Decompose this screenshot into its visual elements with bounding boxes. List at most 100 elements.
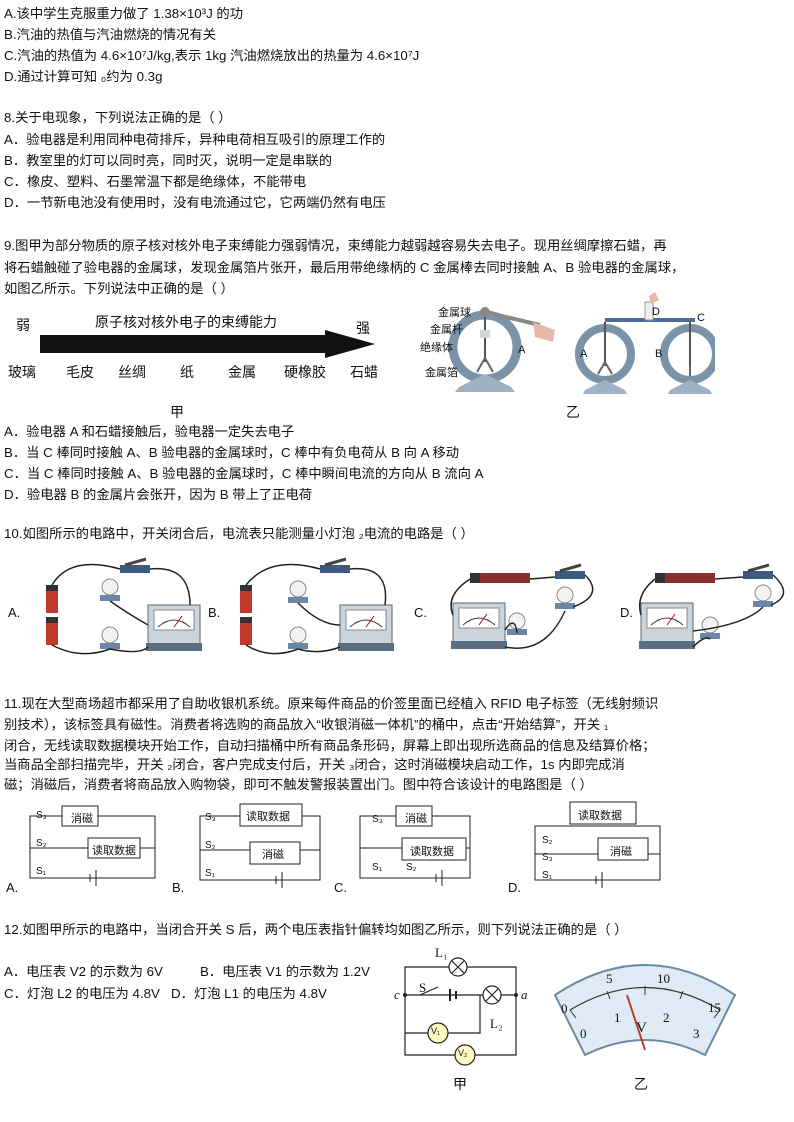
q12-fig-a-caption: 甲 [453, 1076, 467, 1092]
dial-bottom-3: 3 [693, 1026, 700, 1041]
material-5: 硬橡胶 [284, 364, 326, 380]
circuit-d [638, 563, 785, 650]
d-demag: 消磁 [610, 846, 632, 858]
c-read: 读取数据 [410, 846, 454, 858]
q12-node-c: c [394, 987, 400, 1002]
material-1: 毛皮 [66, 364, 94, 380]
a-demag: 消磁 [71, 813, 93, 825]
dial-top-10: 10 [657, 971, 670, 986]
q11-stem-line4: 当商品全部扫描完毕，开关 ₂闭合，客户完成支付后，开关 ₃闭合，这时消磁模块启动… [4, 757, 625, 772]
q12-fig-b-caption: 乙 [634, 1076, 648, 1092]
b-demag: 消磁 [262, 849, 284, 861]
material-3: 纸 [180, 364, 194, 380]
arrow-title: 原子核对核外电子的束缚能力 [95, 314, 277, 330]
label-c: C [697, 312, 705, 324]
q10-stem: 10.如图所示的电路中，开关闭合后，电流表只能测量小灯泡 ₂电流的电路是（ ） [4, 526, 474, 541]
dial-top-15: 15 [708, 1000, 721, 1015]
q11-stem-line5: 磁；消磁后，消费者将商品放入购物袋，即可不触发警报装置出门。图中符合该设计的电路… [4, 777, 593, 792]
q9-option-c: C．当 C 棒同时接触 A、B 验电器的金属球时，C 棒中瞬间电流的方向从 B … [4, 466, 484, 481]
a-read: 读取数据 [92, 845, 136, 857]
a-s2: S₂ [36, 838, 47, 849]
q12-stem: 12.如图甲所示的电路中，当闭合开关 S 后，两个电压表指针偏转均如图乙所示，则… [4, 922, 628, 937]
q11-label-b: B. [172, 880, 185, 895]
q9-stem-line1: 9.图甲为部分物质的原子核对核外电子束缚能力强弱情况，束缚能力越弱越容易失去电子… [4, 238, 667, 253]
material-4: 金属 [228, 364, 256, 380]
circuit-a [46, 557, 203, 655]
q11-stem-line2: 别技术），该标签具有磁性。消费者将选购的商品放入“收银消磁一体机”的桶中，点击“… [4, 717, 609, 732]
dial-bottom-0: 0 [580, 1026, 587, 1041]
b-s3: S₃ [205, 812, 216, 823]
q7-option-d: D.通过计算可知 ₀约为 0.3g [4, 69, 163, 84]
d-read: 读取数据 [578, 810, 622, 822]
dial-top-0: 0 [561, 1001, 568, 1016]
q10-label-b: B. [208, 605, 221, 620]
fig-a-caption: 甲 [170, 404, 184, 420]
q9-figure-b [448, 292, 715, 394]
c-s3: S₃ [372, 814, 383, 825]
material-0: 玻璃 [8, 364, 36, 380]
label-a-left: A [518, 344, 526, 356]
material-2: 丝绸 [118, 364, 146, 380]
electroscope-a [448, 307, 522, 392]
q9-option-d: D．验电器 B 的金属片会张开，因为 B 带上了正电荷 [4, 487, 313, 502]
q12-option-d: D．灯泡 L1 的电压为 4.8V [171, 986, 327, 1001]
weak-label: 弱 [16, 317, 30, 333]
b-s1: S₁ [205, 868, 216, 879]
label-insulator: 绝缘体 [420, 342, 453, 354]
q12-s: S [419, 980, 427, 995]
d-s1: S₁ [542, 870, 553, 881]
c-s1: S₁ [372, 862, 383, 873]
q9-stem-line2: 将石蜡触碰了验电器的金属球，发现金属箔片张开，最后用带绝缘柄的 C 金属棒去同时… [4, 260, 685, 275]
d-s3: S₃ [542, 852, 553, 863]
q12-node-a: a [521, 987, 528, 1002]
q12-l1: L₁ [435, 945, 448, 960]
q12-l2: L₂ [490, 1016, 503, 1031]
q12-circuit [403, 957, 518, 1066]
dial-bottom-2: 2 [663, 1010, 670, 1025]
strong-label: 强 [356, 320, 370, 336]
circuit-b [240, 557, 395, 655]
dial-top-5: 5 [606, 971, 613, 986]
q7-option-c: C.汽油的热值为 4.6×10⁷J/kg,表示 1kg 汽油燃烧放出的热量为 4… [4, 48, 420, 63]
q7-option-b: B.汽油的热值与汽油燃烧的情况有关 [4, 27, 217, 42]
dial-unit: V [636, 1020, 647, 1036]
q12-dial [553, 964, 737, 1057]
wax-rod [484, 310, 541, 327]
q11-figures [29, 801, 661, 888]
a-s3: S₃ [36, 810, 47, 821]
q9-figure-a [40, 311, 375, 358]
q11-stem-line1: 11.现在大型商场超市都采用了自助收银机系统。原来每件商品的价签里面已经植入 R… [4, 696, 659, 711]
dial-needle [626, 994, 646, 1051]
q12-v1: V₁ [431, 1026, 441, 1036]
label-rod: 金属杆 [430, 324, 463, 336]
q9-option-b: B．当 C 棒同时接触 A、B 验电器的金属球时，C 棒中有负电荷从 B 向 A… [4, 445, 460, 460]
q10-figures [46, 557, 785, 655]
q10-label-c: C. [414, 605, 427, 620]
q12-option-c: C．灯泡 L2 的电压为 4.8V [4, 986, 160, 1001]
q12-v2: V₂ [458, 1048, 468, 1058]
q7-option-a: A.该中学生克服重力做了 1.38×10³J 的功 [4, 6, 244, 21]
q11-label-a: A. [6, 880, 19, 895]
q11-label-c: C. [334, 880, 347, 895]
b-s2: S₂ [205, 840, 216, 851]
q12-option-b: B．电压表 V1 的示数为 1.2V [200, 964, 370, 979]
q8-option-d: D．一节新电池没有使用时，没有电流通过它，它两端仍然有电压 [4, 195, 386, 210]
q8-stem: 8.关于电现象，下列说法正确的是（ ） [4, 110, 232, 125]
c-demag: 消磁 [405, 813, 427, 825]
label-a-right: A [580, 348, 588, 360]
q10-label-a: A. [8, 605, 21, 620]
electroscope-pair [575, 292, 715, 394]
q8-option-b: B．教室里的灯可以同时亮，同时灭，说明一定是串联的 [4, 153, 332, 168]
q12-option-a: A．电压表 V2 的示数为 6V [4, 964, 163, 979]
hand [533, 322, 555, 342]
label-d: D [652, 306, 660, 318]
q8-option-a: A．验电器是利用同种电荷排斥，异种电荷相互吸引的原理工作的 [4, 132, 386, 147]
arrow-shaft [40, 335, 330, 353]
q8-option-c: C．橡皮、塑料、石墨常温下都是绝缘体，不能带电 [4, 174, 307, 189]
q11-stem-line3: 闭合，无线读取数据模块开始工作，自动扫描桶中所有商品条形码，屏幕上即出现所选商品… [4, 738, 656, 753]
q10-label-d: D. [620, 605, 633, 620]
material-6: 石蜡 [350, 364, 378, 380]
d-s2: S₂ [542, 835, 553, 846]
label-b: B [655, 348, 663, 360]
arrow-head [325, 330, 375, 358]
